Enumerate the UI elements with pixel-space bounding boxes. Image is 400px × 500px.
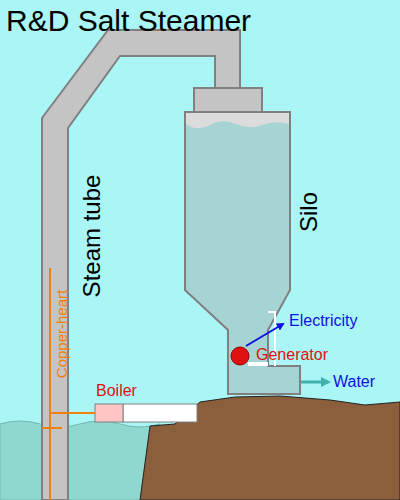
part-name: Boiler — [96, 382, 137, 400]
part-name: Silo — [296, 192, 322, 232]
sea — [0, 421, 160, 500]
copper-heart-rod — [49, 268, 51, 500]
part-name: Steam tube — [79, 175, 105, 298]
water-arrow — [301, 381, 328, 384]
silo-top — [186, 113, 289, 128]
electricity-arrow — [246, 324, 283, 346]
generator-symbol — [231, 347, 249, 365]
copper-heart-link — [50, 412, 95, 414]
output-label: Electricity — [289, 312, 357, 330]
tube-coupling — [194, 88, 262, 112]
output-label: Water — [333, 373, 375, 391]
copper-heart-tick — [42, 427, 62, 429]
part-name: Generator — [256, 346, 328, 364]
part-name: Copper-heart — [54, 290, 71, 378]
diagram-title: R&D Salt Steamer — [6, 4, 251, 37]
boiler — [95, 404, 123, 422]
boiler-duct — [123, 404, 197, 422]
